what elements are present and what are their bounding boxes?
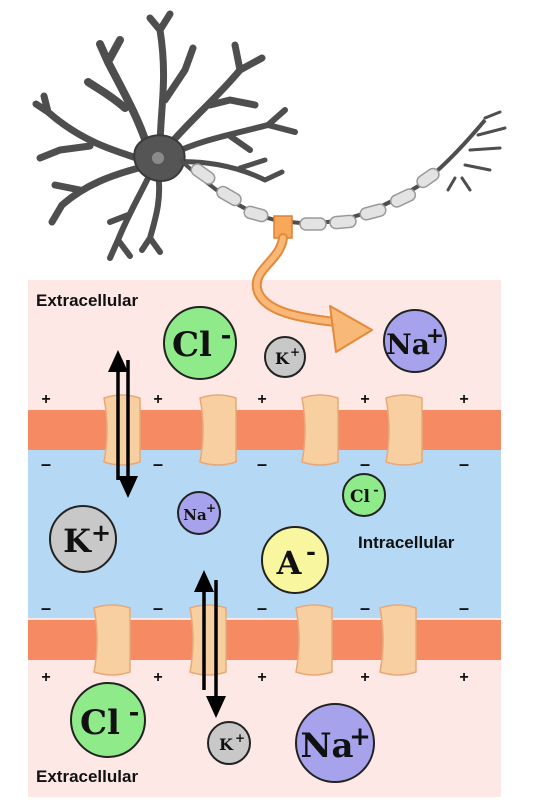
- ion-k-bottom: K +: [207, 721, 251, 765]
- plus-sign: +: [360, 669, 369, 686]
- ion-a-inside: A -: [261, 526, 329, 594]
- svg-text:Cl: Cl: [350, 487, 371, 507]
- charge-signs-bottom: – – – – – + + + + +: [41, 598, 469, 686]
- ion-k-top: K +: [264, 336, 306, 378]
- label-extracellular-bottom: Extracellular: [36, 767, 138, 786]
- label-intracellular: Intracellular: [358, 533, 455, 552]
- minus-sign: –: [257, 454, 267, 474]
- label-extracellular-top: Extracellular: [36, 291, 138, 310]
- plus-sign: +: [257, 391, 266, 408]
- ion-cl-inside: Cl -: [342, 473, 386, 517]
- arrowhead: [329, 305, 373, 353]
- minus-sign: –: [459, 598, 469, 618]
- svg-text:-: -: [129, 698, 140, 728]
- membrane-top: [28, 410, 501, 450]
- charge-signs-top: + + + + + – – – – –: [41, 391, 469, 474]
- minus-sign: –: [41, 454, 51, 474]
- ion-na-inside: Na +: [177, 491, 221, 535]
- svg-text:+: +: [349, 722, 371, 752]
- neuron-illustration: [32, 10, 507, 261]
- plus-sign: +: [459, 669, 468, 686]
- svg-text:-: -: [221, 321, 232, 351]
- svg-text:K: K: [219, 735, 234, 754]
- svg-text:+: +: [235, 731, 245, 745]
- svg-text:Cl: Cl: [80, 703, 120, 743]
- svg-text:K: K: [63, 522, 92, 560]
- svg-text:Na: Na: [300, 726, 353, 766]
- minus-sign: –: [360, 454, 370, 474]
- plus-sign: +: [41, 669, 50, 686]
- svg-text:+: +: [91, 518, 111, 547]
- minus-sign: –: [257, 598, 267, 618]
- svg-text:A: A: [276, 544, 303, 582]
- svg-text:+: +: [206, 501, 216, 515]
- svg-text:-: -: [306, 537, 316, 566]
- ion-na-bottom: Na +: [295, 703, 375, 783]
- svg-text:K: K: [275, 349, 290, 368]
- plus-sign: +: [459, 391, 468, 408]
- svg-text:-: -: [373, 483, 378, 498]
- minus-sign: –: [153, 454, 163, 474]
- zoom-callout-arrow: [251, 233, 373, 353]
- channels-top: [103, 394, 423, 466]
- plus-sign: +: [360, 391, 369, 408]
- plus-sign: +: [41, 391, 50, 408]
- ion-cl-bottom: Cl -: [70, 682, 146, 758]
- svg-text:+: +: [426, 323, 444, 349]
- plus-sign: +: [153, 391, 162, 408]
- ion-k-inside: K +: [49, 505, 117, 573]
- ion-na-top: Na +: [383, 309, 447, 373]
- plus-sign: +: [153, 669, 162, 686]
- ion-flux-arrows: [108, 350, 226, 718]
- plus-sign: +: [257, 669, 266, 686]
- minus-sign: –: [41, 598, 51, 618]
- ion-cl-top: Cl -: [163, 306, 237, 380]
- svg-text:+: +: [290, 345, 300, 359]
- minus-sign: –: [459, 454, 469, 474]
- svg-text:Cl: Cl: [172, 325, 212, 365]
- svg-text:Na: Na: [183, 506, 207, 524]
- minus-sign: –: [153, 598, 163, 618]
- svg-text:Na: Na: [386, 328, 430, 361]
- minus-sign: –: [360, 598, 370, 618]
